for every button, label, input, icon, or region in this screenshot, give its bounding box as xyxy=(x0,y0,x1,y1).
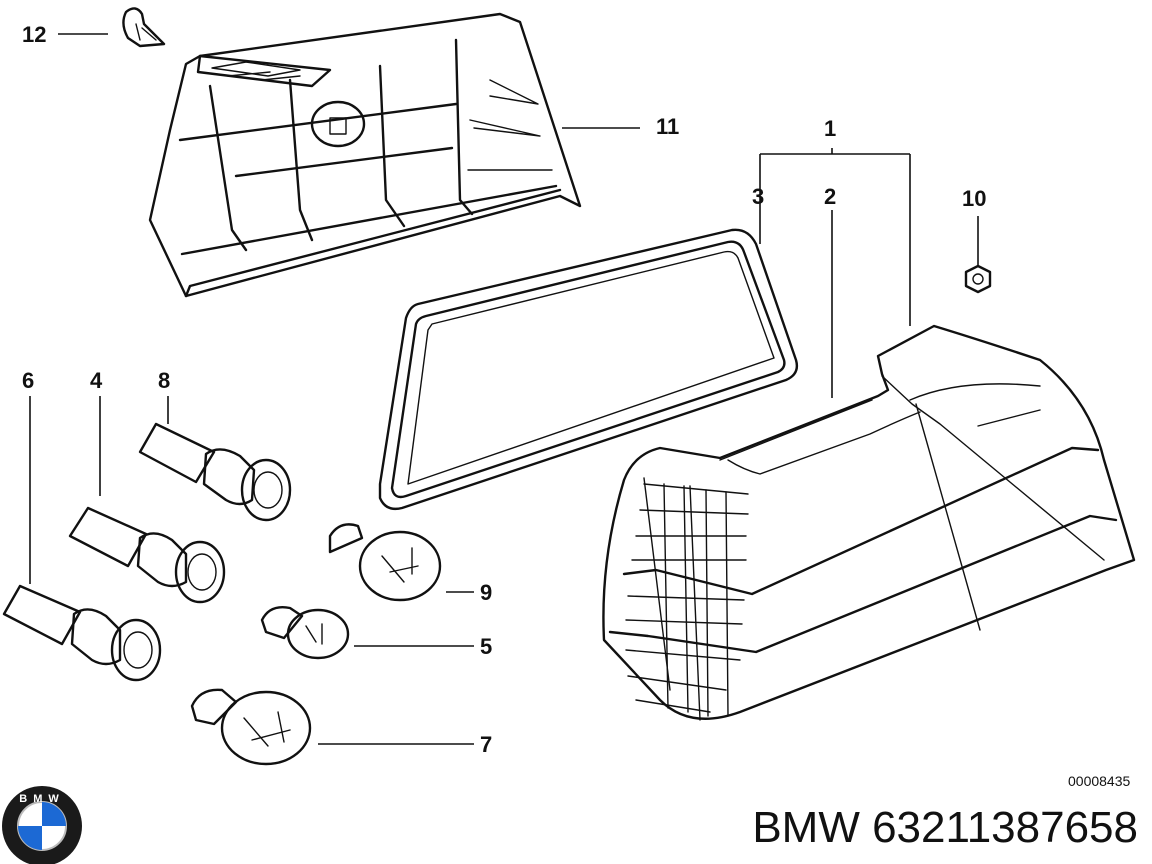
callout-10: 10 xyxy=(962,186,986,211)
leader-lines xyxy=(29,33,979,745)
part-11-bulb-carrier xyxy=(148,12,582,298)
part-12-clip xyxy=(122,7,166,48)
callout-5: 5 xyxy=(480,634,492,659)
bmw-logo-text: BMW xyxy=(19,793,65,805)
callout-11: 11 xyxy=(656,114,679,139)
bmw-logo: BMW xyxy=(2,786,82,864)
part-10-nut xyxy=(964,264,992,294)
reference-code: 00008435 xyxy=(1068,773,1131,789)
callout-6: 6 xyxy=(22,368,34,393)
part-8-bulb-holder xyxy=(138,422,292,522)
callout-8: 8 xyxy=(158,368,170,393)
part-6-bulb-holder xyxy=(2,584,162,682)
callout-9: 9 xyxy=(480,580,492,605)
part-3-gasket xyxy=(378,228,799,511)
part-4-bulb-holder xyxy=(68,506,226,604)
callout-3: 3 xyxy=(752,184,764,209)
part-7-bulb xyxy=(190,688,312,766)
callout-7: 7 xyxy=(480,732,492,757)
part-9-bulb xyxy=(328,523,442,602)
callout-2: 2 xyxy=(824,184,836,209)
callout-12: 12 xyxy=(22,22,46,47)
part-number: BMW 63211387658 xyxy=(752,803,1138,852)
callout-4: 4 xyxy=(90,368,103,393)
part-5-bulb xyxy=(260,606,350,660)
callout-1: 1 xyxy=(824,116,836,141)
part-2-tail-light xyxy=(602,324,1136,721)
